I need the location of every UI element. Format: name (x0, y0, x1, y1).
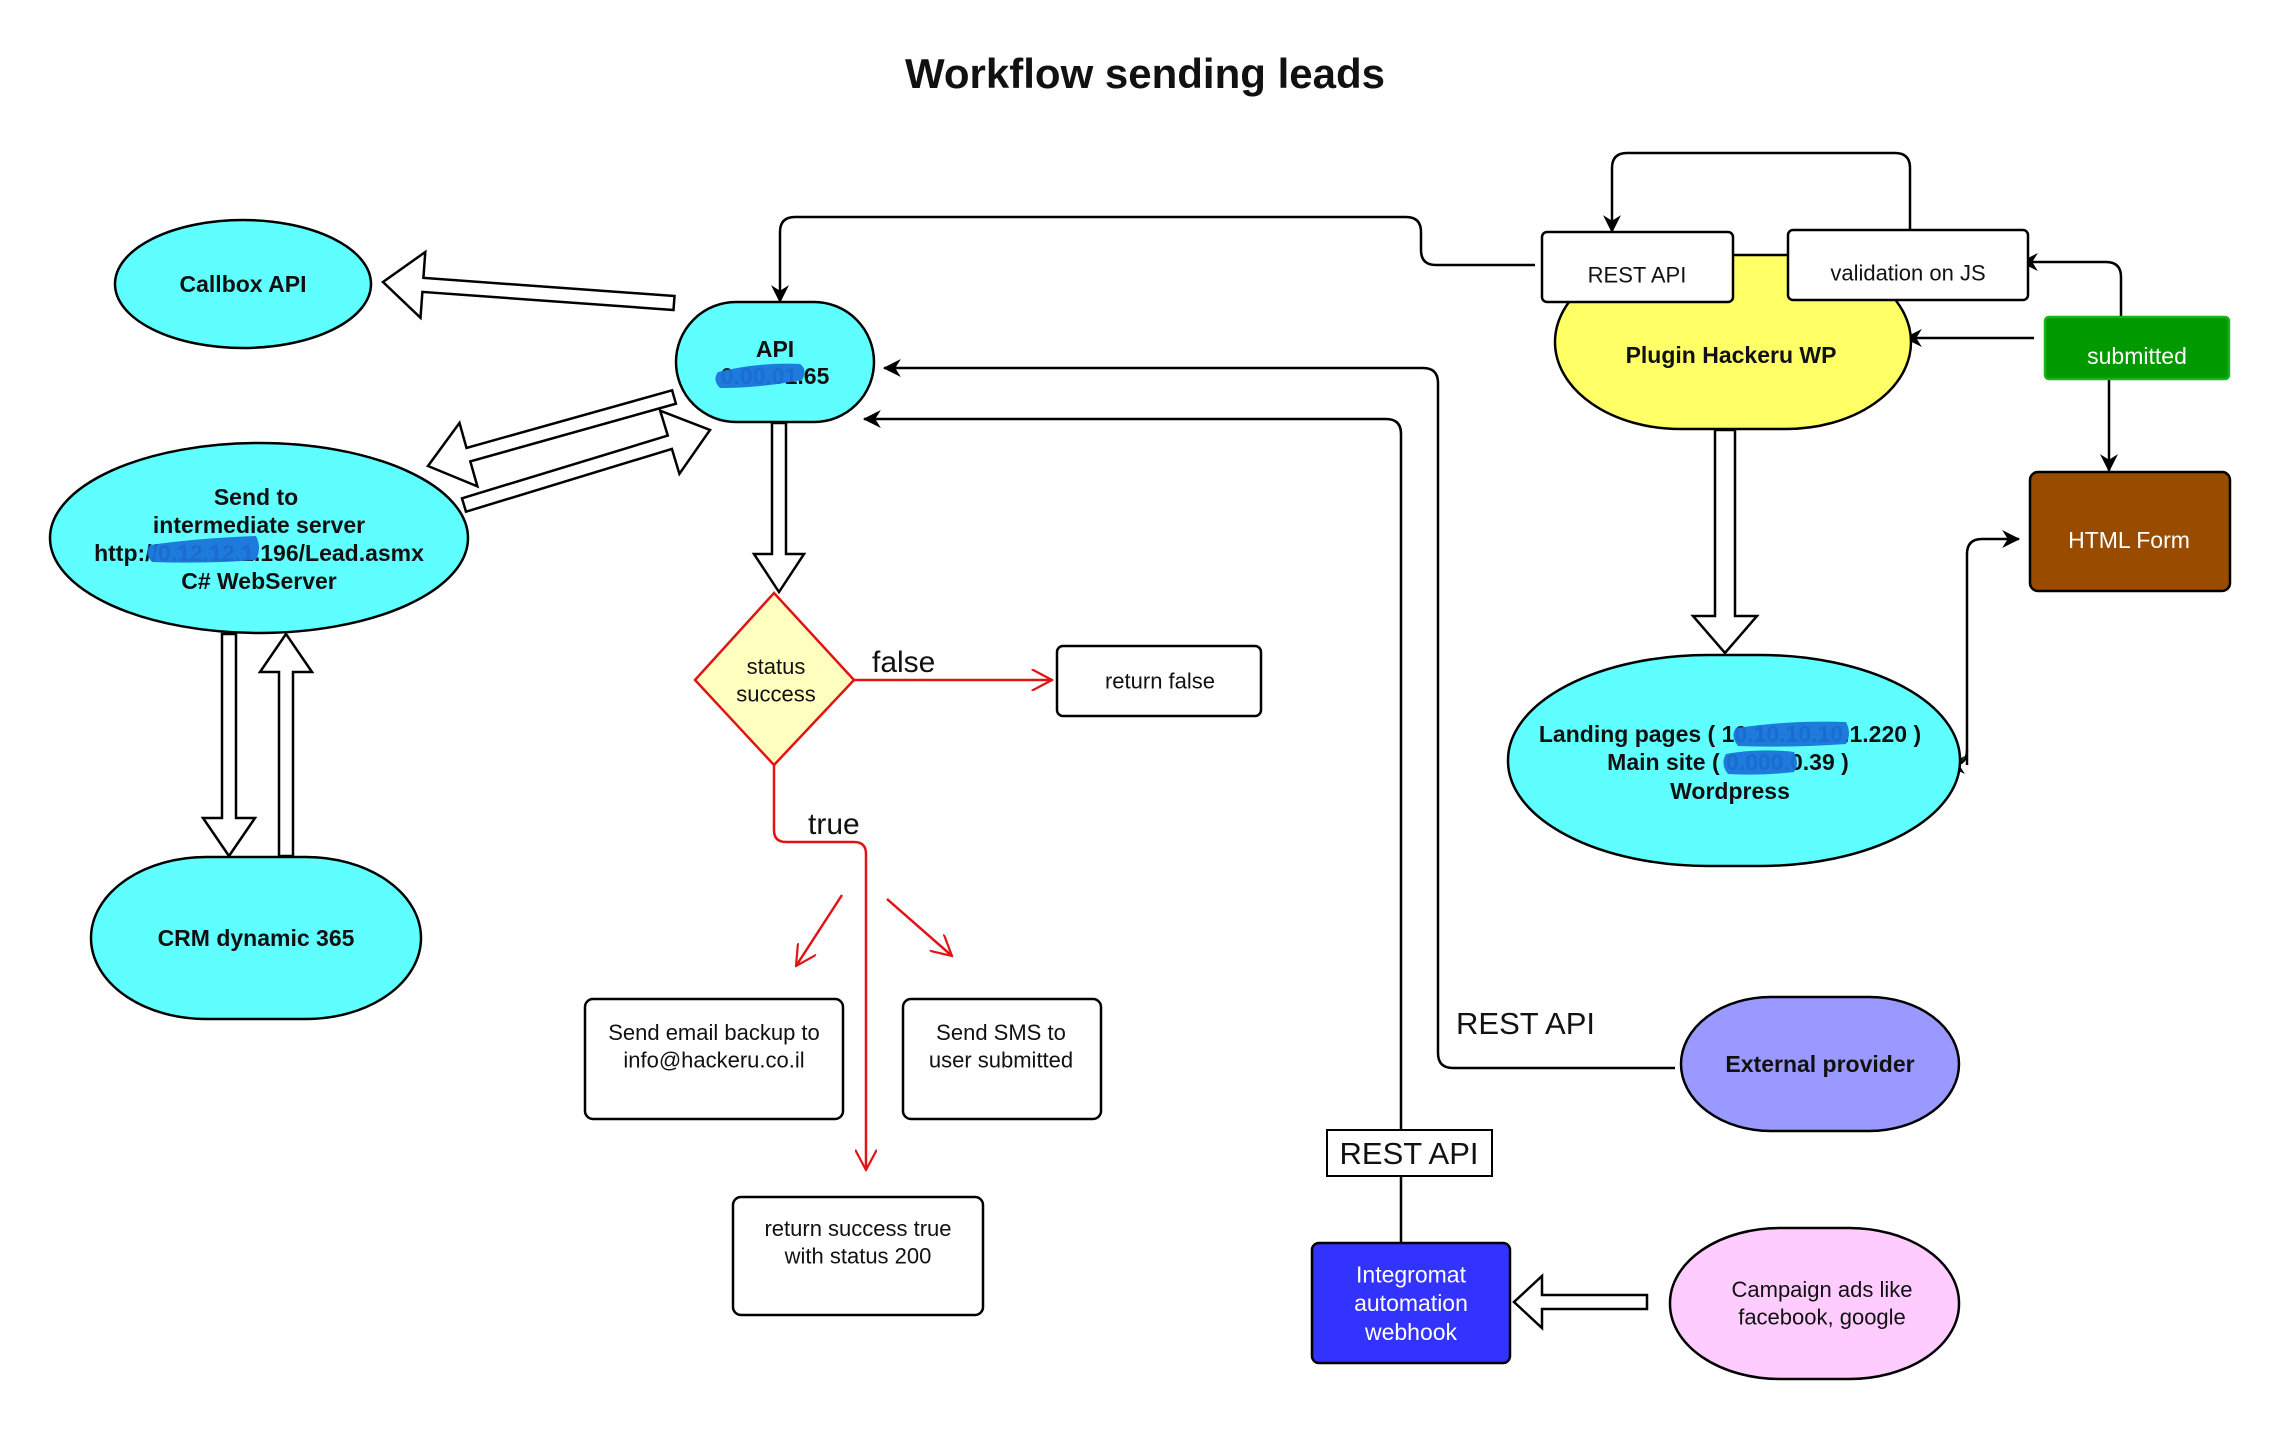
node-api[interactable]: API 0.00.01.65 (674, 300, 876, 424)
svg-text:return false: return false (1105, 669, 1215, 694)
svg-text:External provider: External provider (1725, 1051, 1914, 1077)
svg-text:submitted: submitted (2087, 343, 2187, 369)
node-text-line: Callbox API (180, 271, 307, 297)
block-arrow-api-to-callbox (381, 249, 676, 321)
node-text-line: return false (1105, 669, 1215, 694)
node-text-line: status (747, 654, 806, 679)
connector-external-to-api (882, 359, 1675, 1070)
intermediate-line-4: C# WebServer (181, 568, 337, 594)
block-arrow-crm-to-intermediate (257, 631, 315, 858)
node-text-line: External provider (1725, 1051, 1914, 1077)
node-text-line: user submitted (929, 1047, 1073, 1072)
connector-true (772, 765, 866, 1170)
node-landing-pages[interactable]: Landing pages ( 10.10.10.10.1.220 ) Main… (1506, 653, 1962, 868)
node-integromat-webhook[interactable]: Integromat automation webhook (1310, 1241, 1512, 1365)
node-text-line: submitted (2087, 343, 2187, 369)
svg-text:REST API: REST API (1340, 1136, 1479, 1171)
redaction-mark (715, 363, 805, 388)
svg-text:CRM dynamic 365: CRM dynamic 365 (158, 925, 355, 951)
redaction-mark (147, 536, 259, 563)
node-text-line: info@hackeru.co.il (623, 1047, 804, 1072)
label-false: false (872, 646, 935, 679)
block-arrow-intermediate-to-api (460, 408, 712, 514)
label-true: true (808, 808, 860, 841)
node-integromat-rest-api-label: REST API (1326, 1129, 1493, 1177)
svg-text:REST API: REST API (1588, 263, 1687, 288)
connector-to-email (796, 894, 844, 966)
node-validation-on-js[interactable]: validation on JS (1786, 228, 2030, 302)
node-text-line: automation (1354, 1290, 1468, 1316)
svg-text:Plugin Hackeru WP: Plugin Hackeru WP (1626, 342, 1837, 368)
connector-submitted-to-validation (2019, 253, 2123, 316)
node-text-line: return success true (764, 1216, 951, 1241)
landing-line-3: Wordpress (1670, 778, 1790, 804)
api-label: API (756, 336, 794, 362)
node-text-line: success (736, 681, 815, 706)
node-text-line: HTML Form (2068, 527, 2190, 553)
node-rest-api[interactable]: REST API (1540, 230, 1735, 304)
connector-landing-htmlform (1965, 530, 2021, 765)
node-text-line: Send email backup to (608, 1020, 820, 1045)
intermediate-line-1: Send to (214, 484, 298, 510)
redaction-mark (1733, 721, 1849, 747)
connector-restapi-to-api (771, 215, 1535, 304)
block-arrow-campaign-to-integromat (1512, 1273, 1649, 1331)
block-arrow-api-to-intermediate (426, 388, 678, 489)
node-text-line: REST API (1340, 1136, 1479, 1171)
node-external-provider[interactable]: External provider (1679, 995, 1961, 1133)
svg-text:HTML Form: HTML Form (2068, 527, 2190, 553)
node-text-line: Campaign ads like (1732, 1277, 1913, 1302)
svg-text:validation on JS: validation on JS (1830, 261, 1985, 286)
diagram-title: Workflow sending leads (905, 50, 1385, 97)
landing-line-1: Landing pages ( 10.10.10.10.1.220 ) (1539, 721, 1921, 747)
connector-validation-to-restapi (1603, 151, 1912, 234)
block-arrow-plugin-to-landing (1690, 428, 1760, 655)
connector-to-sms (886, 898, 952, 956)
intermediate-line-2: intermediate server (153, 512, 365, 538)
node-text-line: facebook, google (1738, 1304, 1906, 1329)
node-text-line: with status 200 (784, 1243, 932, 1268)
node-intermediate-server[interactable]: Send to intermediate server http://0.12.… (48, 441, 470, 635)
connector-integromat-to-api (862, 410, 1403, 1243)
node-crm-dynamic-365[interactable]: CRM dynamic 365 (89, 855, 423, 1021)
node-text-line: Integromat (1356, 1261, 1467, 1287)
block-arrow-intermediate-to-crm (200, 632, 258, 859)
node-callbox-api[interactable]: Callbox API (113, 218, 373, 350)
node-html-form[interactable]: HTML Form (2028, 470, 2232, 593)
node-text-line: CRM dynamic 365 (158, 925, 355, 951)
node-text-line: REST API (1588, 263, 1687, 288)
node-text-line: webhook (1364, 1319, 1458, 1345)
intermediate-url: http://0.12.12.1.196/Lead.asmx (94, 540, 424, 566)
redaction-mark (1723, 750, 1797, 775)
node-return-false[interactable]: return false (1055, 644, 1263, 718)
node-text-line: Plugin Hackeru WP (1626, 342, 1837, 368)
node-text-line: Send SMS to (936, 1020, 1066, 1045)
node-submitted[interactable]: submitted (2043, 315, 2231, 381)
node-text-line: validation on JS (1830, 261, 1985, 286)
label-external-rest-api: REST API (1456, 1006, 1595, 1041)
block-arrow-api-to-decision (751, 421, 807, 595)
svg-text:Callbox API: Callbox API (180, 271, 307, 297)
